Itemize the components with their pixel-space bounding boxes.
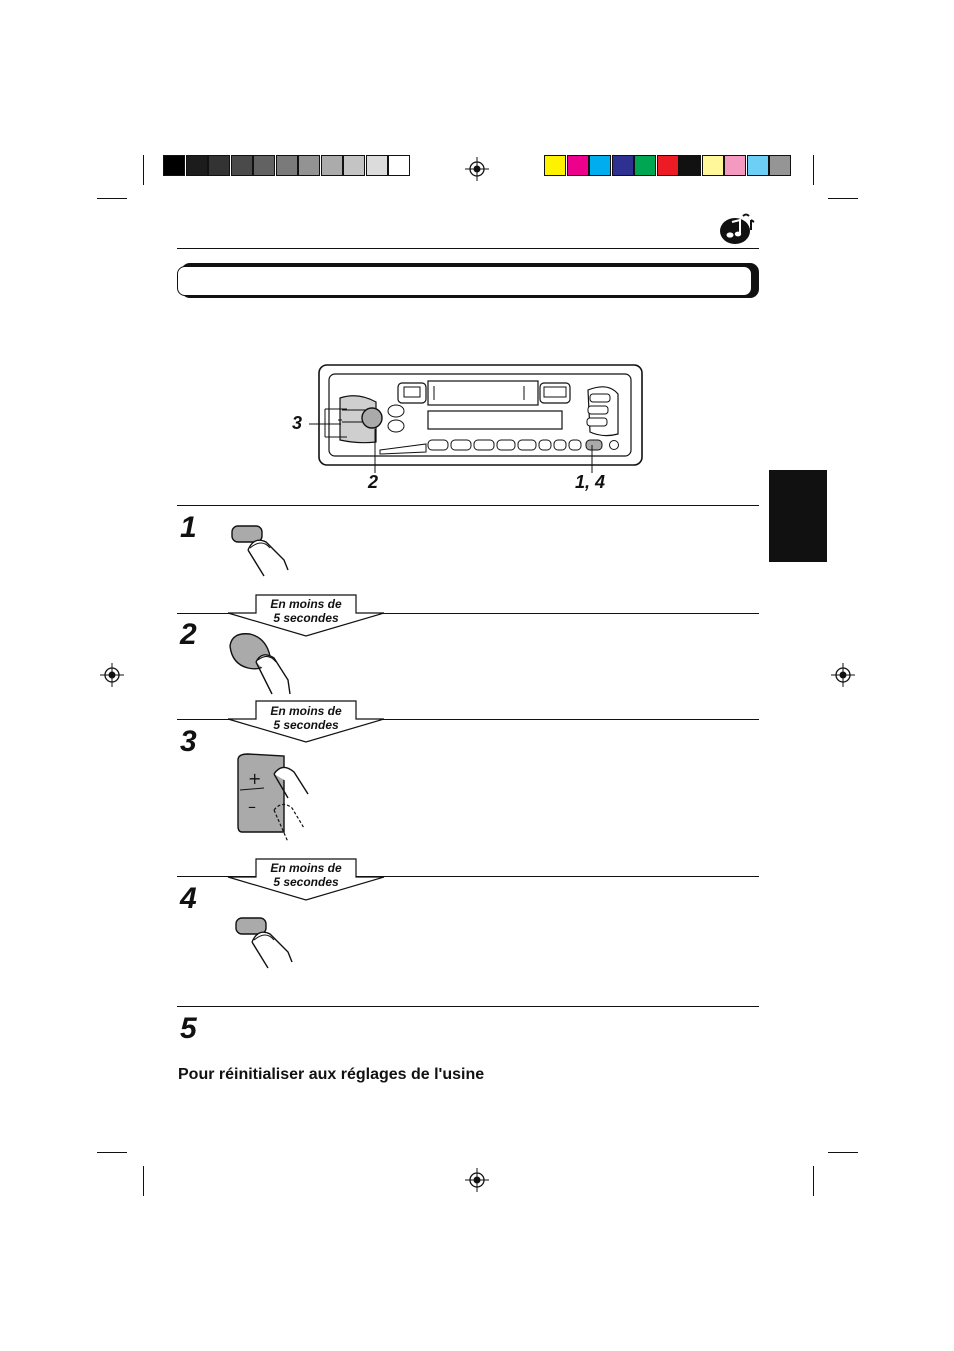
crop-mark: [97, 198, 127, 200]
finger-press-button-icon: [231, 525, 289, 577]
step-number: 3: [180, 725, 197, 758]
registration-swatch: [343, 155, 365, 176]
crop-mark: [97, 1152, 127, 1154]
music-note-sound-icon: [720, 213, 755, 244]
timing-banner-text: En moins de 5 secondes: [241, 861, 371, 889]
registration-swatch: [163, 155, 185, 176]
step-rule: [177, 505, 759, 506]
finger-press-knob-icon: [229, 633, 291, 695]
timing-banner-text: En moins de 5 secondes: [241, 597, 371, 625]
svg-text:–: –: [248, 797, 256, 816]
color-registration-bar: [544, 155, 792, 176]
crop-mark: [143, 155, 145, 185]
registration-swatch: [208, 155, 230, 176]
registration-swatch: [298, 155, 320, 176]
crosshair-registration-icon: [465, 1168, 489, 1192]
step-rule: [177, 719, 759, 720]
registration-swatch: [185, 155, 208, 176]
registration-swatch: [701, 155, 724, 176]
finger-plus-minus-control-icon: + –: [237, 753, 309, 843]
registration-swatch: [656, 155, 679, 176]
registration-swatch: [566, 155, 589, 176]
banner-line: En moins de: [270, 704, 342, 718]
section-title: Pour réinitialiser aux réglages de l'usi…: [178, 1066, 485, 1083]
svg-text:+: +: [248, 769, 261, 788]
grayscale-registration-bar: [163, 155, 411, 176]
side-tab-marker: [769, 470, 827, 562]
timing-banner-arrow: [227, 700, 385, 743]
callout-leader-lines: [309, 408, 593, 473]
header-rule: [177, 248, 759, 249]
registration-swatch: [746, 155, 769, 176]
registration-swatch: [611, 155, 634, 176]
crop-mark: [813, 155, 815, 185]
crosshair-registration-icon: [100, 663, 124, 687]
registration-swatch: [724, 155, 746, 176]
timing-banner-text: En moins de 5 secondes: [241, 704, 371, 732]
timing-banner-arrow: [227, 858, 385, 901]
banner-line: 5 secondes: [273, 718, 339, 732]
registration-swatch: [275, 155, 298, 176]
finger-press-button-icon: [235, 917, 293, 969]
registration-swatch: [365, 155, 388, 176]
banner-line: 5 secondes: [273, 875, 339, 889]
step-rule: [177, 613, 759, 614]
crop-mark: [828, 198, 858, 200]
registration-swatch: [769, 155, 791, 176]
step-number: 1: [180, 511, 197, 544]
crosshair-registration-icon: [465, 157, 489, 181]
timing-banner-arrow: [227, 594, 385, 637]
registration-swatch: [388, 155, 410, 176]
step-number: 2: [180, 618, 197, 651]
step-rule: [177, 1006, 759, 1007]
registration-swatch: [230, 155, 253, 176]
step-rule: [177, 876, 759, 877]
crop-mark: [828, 1152, 858, 1154]
registration-swatch: [634, 155, 656, 176]
crosshair-registration-icon: [831, 663, 855, 687]
registration-swatch: [589, 155, 611, 176]
callout-2-label: 2: [368, 472, 379, 492]
callout-1-4-label: 1, 4: [575, 472, 606, 492]
registration-swatch: [320, 155, 343, 176]
crop-mark: [143, 1166, 145, 1196]
registration-swatch: [253, 155, 275, 176]
car-stereo-panel-diagram: [318, 364, 643, 466]
banner-line: 5 secondes: [273, 611, 339, 625]
banner-line: En moins de: [270, 597, 342, 611]
registration-swatch: [544, 155, 566, 176]
registration-swatch: [679, 155, 701, 176]
step-number: 5: [180, 1012, 197, 1045]
title-frame: [177, 266, 752, 296]
step-number: 4: [180, 882, 197, 915]
crop-mark: [813, 1166, 815, 1196]
banner-line: En moins de: [270, 861, 342, 875]
callout-3-label: 3: [292, 413, 303, 433]
